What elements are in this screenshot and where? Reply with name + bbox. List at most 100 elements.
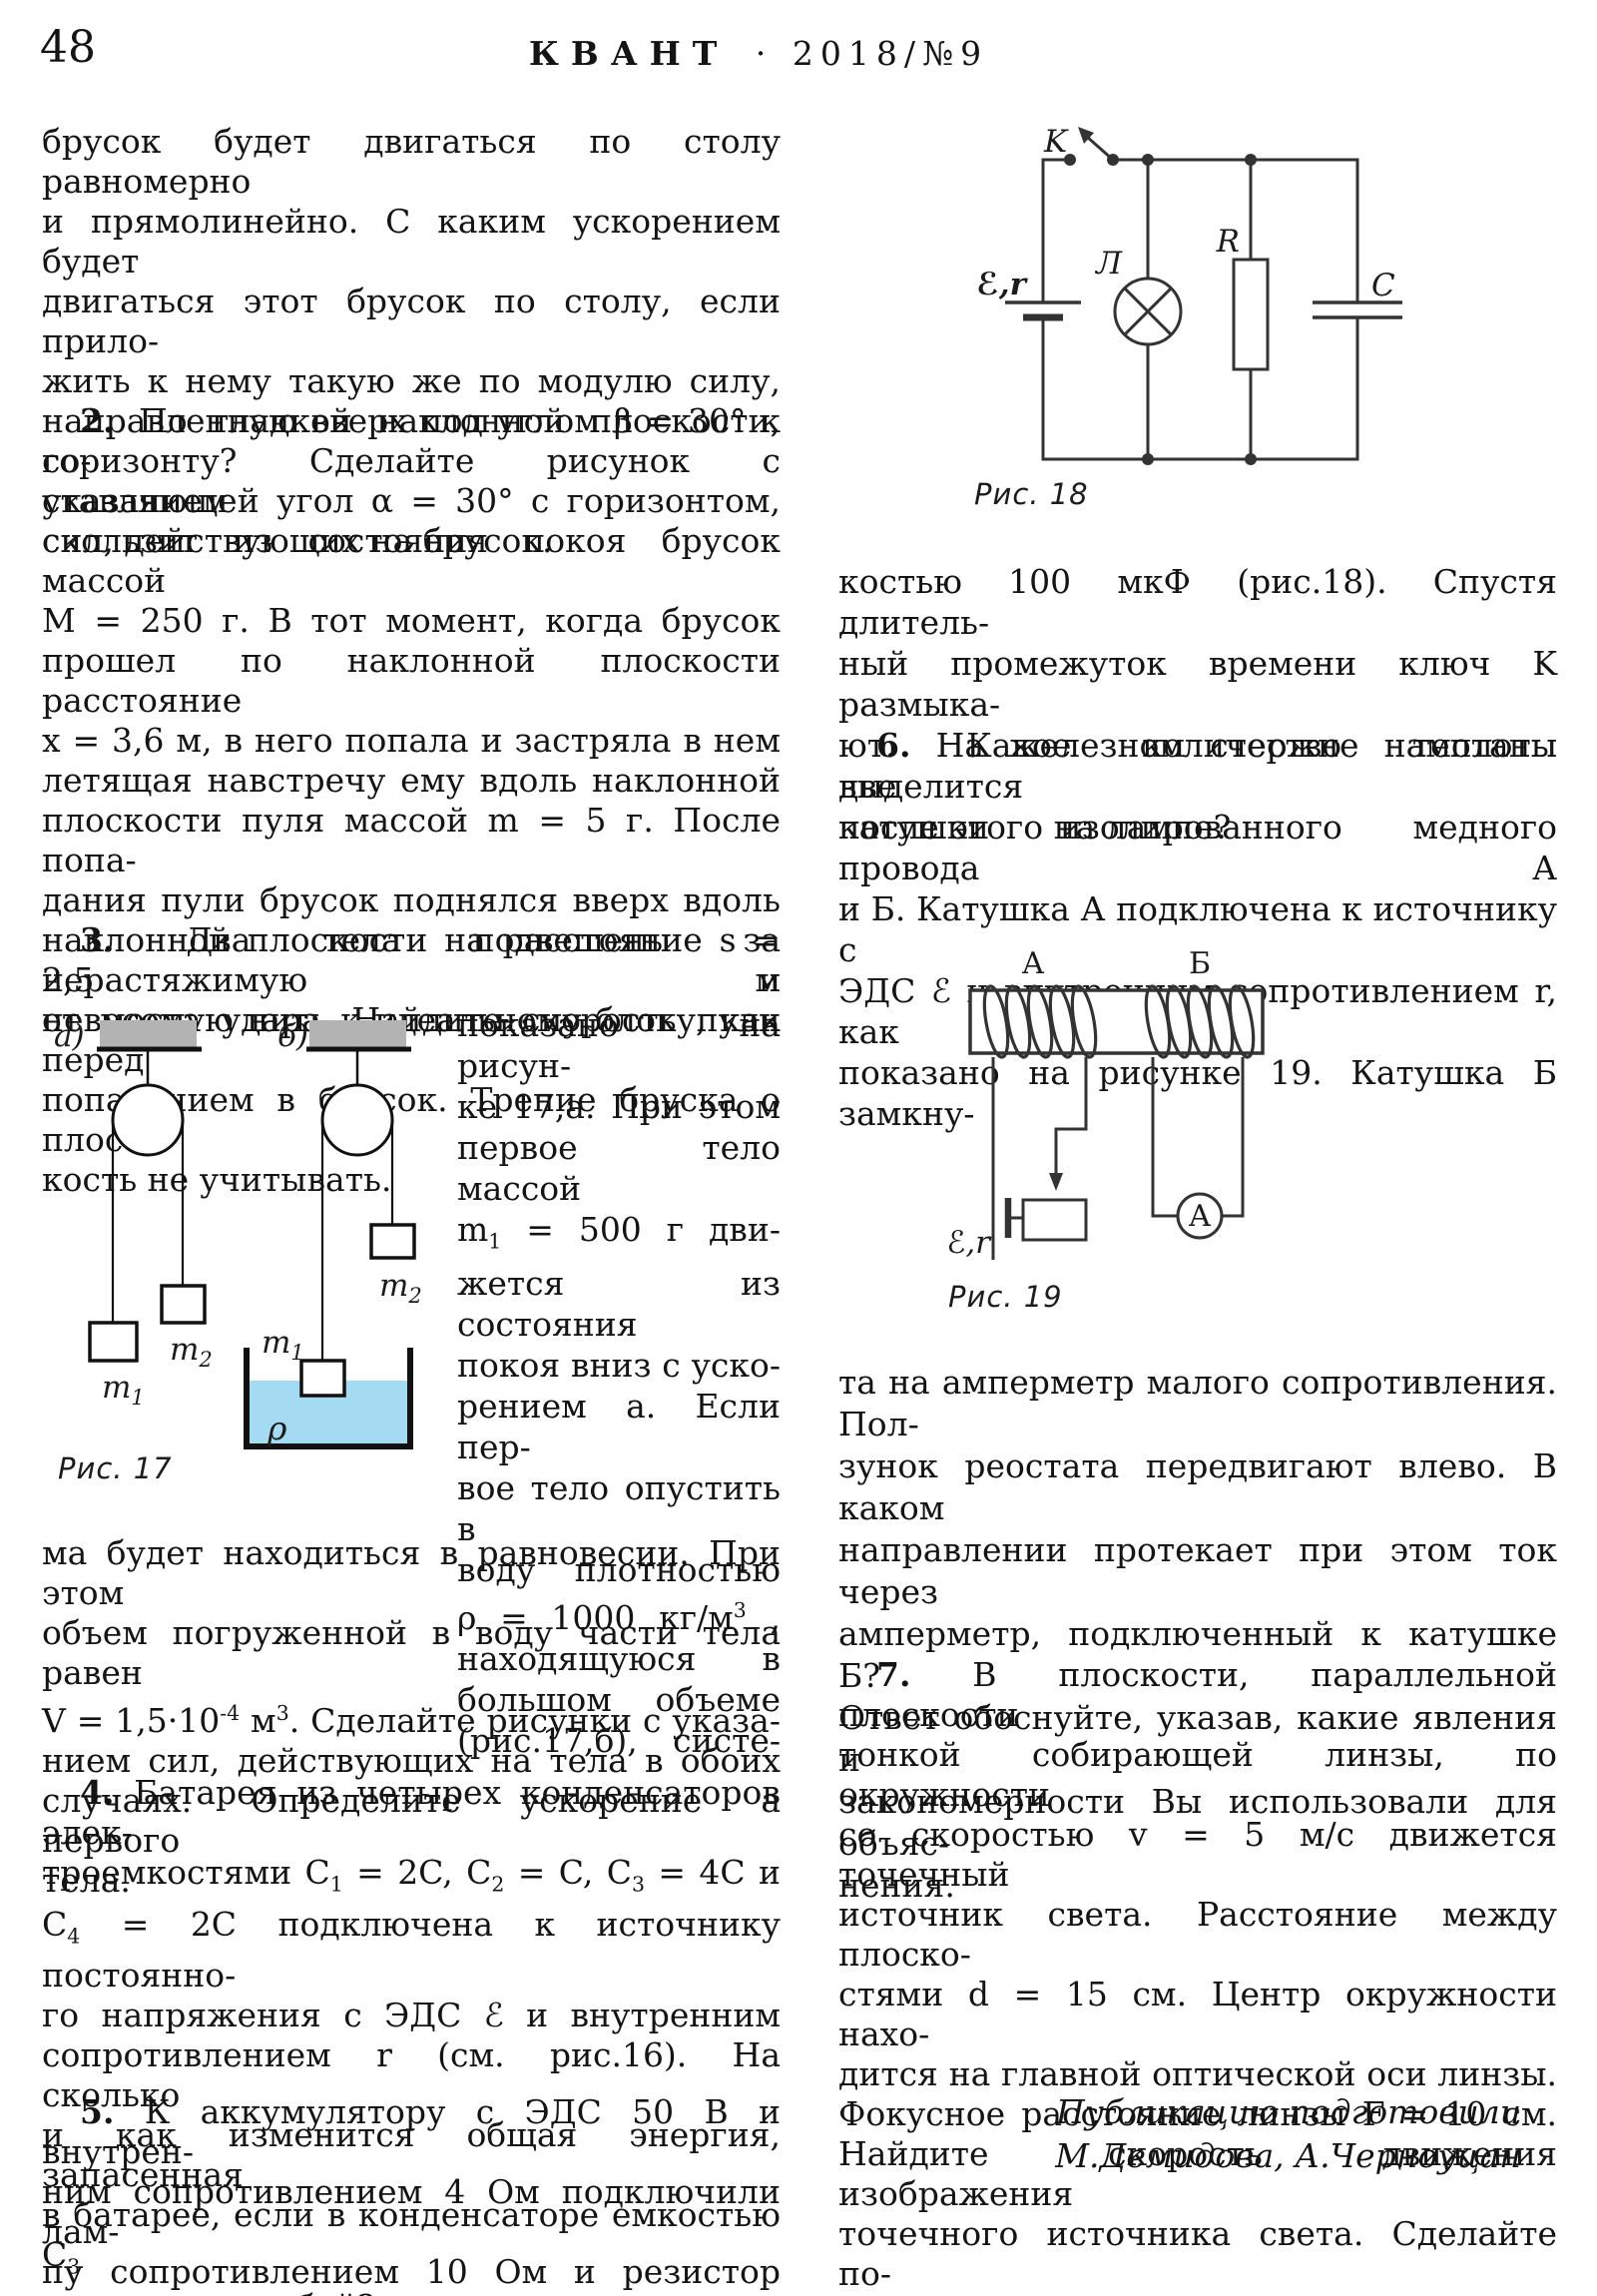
- switch-lever: [1086, 135, 1114, 162]
- text-line: возникнет пробой?: [42, 2287, 781, 2296]
- text-line: C4 = 2C подключена к источнику постоянно…: [42, 1904, 781, 1996]
- coil-b-windings: [1144, 984, 1256, 1059]
- lamp-cross-2: [1123, 287, 1173, 336]
- text-line: тонкой собирающей линзы, по окружности: [838, 1735, 1557, 1814]
- fig17-panel-a-label: а): [54, 1018, 85, 1054]
- text-line: точечного источника света. Сделайте по-: [838, 2214, 1557, 2293]
- text-line: и Б. Катушка А подключена к источнику с: [838, 889, 1557, 969]
- text-line: случаях. Определите ускорение a первого: [42, 1781, 781, 1860]
- text-line: ма будет находиться в равновесии. При эт…: [42, 1533, 781, 1612]
- text-line: большом объеме: [457, 1679, 781, 1719]
- text-line: показано на рисун-: [457, 1005, 781, 1085]
- capacitor-label: C: [1371, 268, 1395, 303]
- text-line: стями d = 15 см. Центр окружности нахо-: [838, 1975, 1557, 2053]
- text-line: Найдите скорость движения изображения: [838, 2134, 1557, 2213]
- pulley-b: [320, 1083, 394, 1157]
- resistor-box: [1232, 258, 1270, 371]
- text-line: M = 250 г. В тот момент, когда брусок: [42, 601, 781, 640]
- text-line: ставляющей угол α = 30° с горизонтом,: [42, 481, 781, 520]
- figure-18-circuit: K ℰ,r Л R C: [976, 124, 1402, 465]
- text-line: 4. Батарея из четырех конденсаторов элек…: [42, 1773, 781, 1852]
- coil-a-lead-right: [1054, 1057, 1088, 1175]
- label-rho: ρ: [266, 1409, 287, 1447]
- text-line: нием сил, действующих на тела в обоих: [42, 1741, 781, 1780]
- text-line: скользит из состояния покоя брусок массо…: [42, 521, 781, 600]
- text-line: (рис.17,б), систе-: [457, 1720, 781, 1760]
- text-line: направлении протекает при этом ток через: [838, 1530, 1557, 1611]
- text-line: нения.: [838, 1866, 955, 1905]
- text-line: показано на рисунке 19. Катушка Б замкну…: [838, 1053, 1557, 1133]
- vessel: [244, 1348, 413, 1449]
- text-line: Фокусное расстояние линзы F = 10 см.: [838, 2094, 1557, 2133]
- journal-title: КВАНТ: [528, 34, 730, 73]
- text-line: катушки изолированного медного провода А: [838, 808, 1557, 887]
- issue-label: 2018/№9: [792, 34, 989, 73]
- circuit-wires: [1041, 158, 1359, 461]
- text-line: горизонту? Сделайте рисунок с указанием: [42, 441, 781, 520]
- figure-19-caption: Рис. 19: [948, 1280, 1063, 1314]
- text-line: двигаться этот брусок по столу, если при…: [42, 282, 781, 360]
- iron-rod: [968, 988, 1265, 1055]
- text-line: 2. По гладкой наклонной плоскости, со-: [42, 401, 781, 480]
- text-line: М.Демидова, А.Черноуцан: [1055, 2136, 1521, 2175]
- text-block-problem5: 5. К аккумулятору с ЭДС 50 В и внутрен-н…: [42, 2092, 781, 2296]
- coil-a-windings: [982, 984, 1098, 1059]
- text-block-problem3-cont: ма будет находиться в равновесии. При эт…: [42, 1533, 781, 1901]
- text-block-problem6-end: та на амперметр малого сопротивления. По…: [838, 1362, 1557, 1907]
- text-line: со скоростью v = 5 м/с движется точечный: [838, 1815, 1557, 1894]
- ceiling-a: [100, 1020, 197, 1047]
- text-line: Публикацию подготовили: [1056, 2092, 1521, 2131]
- text-line: после этого на лампе?: [838, 808, 1232, 847]
- text-line: жется из состояния: [457, 1263, 781, 1344]
- text-line: троемкостями C1 = 2C, C2 = C, C3 = 4C и: [42, 1853, 781, 1897]
- rheostat-slider-arrow: [1049, 1173, 1063, 1191]
- junction-dot: [1245, 154, 1257, 166]
- text-line: 6. На железном стержне намотаны две: [838, 726, 1557, 806]
- text-line: воду плотностью: [457, 1549, 781, 1589]
- text-block-problem1-end: брусок будет двигаться по столу равномер…: [42, 122, 781, 561]
- coil-b-lead-right: [1222, 1057, 1245, 1218]
- text-line: находящуюся в: [457, 1638, 781, 1678]
- resistor-label: R: [1216, 224, 1240, 260]
- text-line: дится на главной оптической оси линзы.: [838, 2054, 1557, 2093]
- text-line: вое тело опустить в: [457, 1467, 781, 1548]
- ceiling-b: [309, 1020, 406, 1047]
- junction-dot: [1142, 154, 1154, 166]
- text-line: в батарее, если в конденсаторе емкостью …: [42, 2195, 781, 2279]
- wire-top-left: [1041, 158, 1070, 302]
- text-line: рением a. Если пер-: [457, 1386, 781, 1466]
- text-line: зунок реостата передвигают влево. В како…: [838, 1446, 1557, 1527]
- coil-b-lead-left: [1151, 1057, 1178, 1218]
- text-line: брусок будет двигаться по столу равномер…: [42, 122, 781, 201]
- text-line: наклонной плоскости на расстояние s = 2,…: [42, 920, 781, 999]
- junction-dot: [1245, 453, 1257, 465]
- text-block-problem5-end: костью 100 мкФ (рис.18). Спустя длитель-…: [838, 561, 1557, 848]
- pulley-a: [111, 1083, 185, 1157]
- rheostat-box: [1021, 1198, 1088, 1242]
- block-m2-a: [160, 1284, 207, 1325]
- text-line: яснительный чертеж, указав на нем ход: [838, 2294, 1557, 2296]
- text-line: летящая навстречу ему вдоль наклонной: [42, 761, 781, 800]
- page-header: КВАНТ · 2018/№9: [0, 34, 1517, 73]
- text-line: амперметр, подключенный к катушке Б?: [838, 1614, 1557, 1695]
- label-m1-a: m1: [102, 1370, 145, 1410]
- header-separator: ·: [755, 34, 767, 73]
- source-label: ℰ,r: [947, 1225, 993, 1261]
- figure-18-caption: Рис. 18: [974, 477, 1089, 511]
- text-line: жить к нему такую же по модулю силу,: [42, 361, 781, 400]
- text-line: костью 100 мкФ (рис.18). Спустя длитель-: [838, 562, 1557, 642]
- fig17-panel-b-label: б): [277, 1018, 308, 1054]
- text-line: ке 17,а. При этом: [457, 1087, 781, 1126]
- text-line: 5. К аккумулятору с ЭДС 50 В и внутрен-: [42, 2092, 781, 2171]
- text-line: пу сопротивлением 10 Ом и резистор сопро…: [42, 2252, 781, 2296]
- text-line: 3. Два тела подвешены за нерастяжимую и: [42, 920, 781, 999]
- text-line: m1 = 500 г дви-: [457, 1210, 781, 1254]
- junction-dot: [1142, 453, 1154, 465]
- text-line: Ответ обоснуйте, указав, какие явления и: [838, 1698, 1557, 1779]
- page-number: 48: [40, 22, 96, 73]
- text-block-problem2: 2. По гладкой наклонной плоскости, со-ст…: [42, 401, 781, 1200]
- wire-top-right: [1113, 158, 1359, 302]
